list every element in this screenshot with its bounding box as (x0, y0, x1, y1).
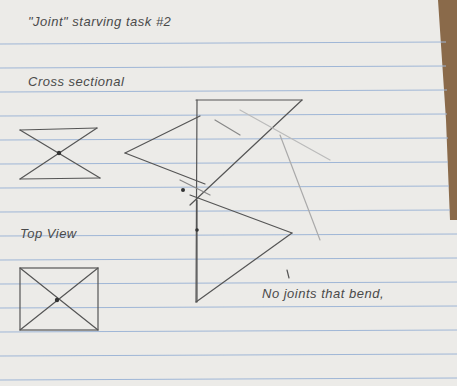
view-label: Cross sectional (28, 74, 124, 89)
page-heading: "Joint" starving task #2 (28, 14, 171, 29)
view-label: Top View (20, 226, 77, 241)
note: No joints that bend, (262, 286, 384, 301)
ruled-lines (0, 42, 457, 380)
desk (438, 0, 457, 220)
